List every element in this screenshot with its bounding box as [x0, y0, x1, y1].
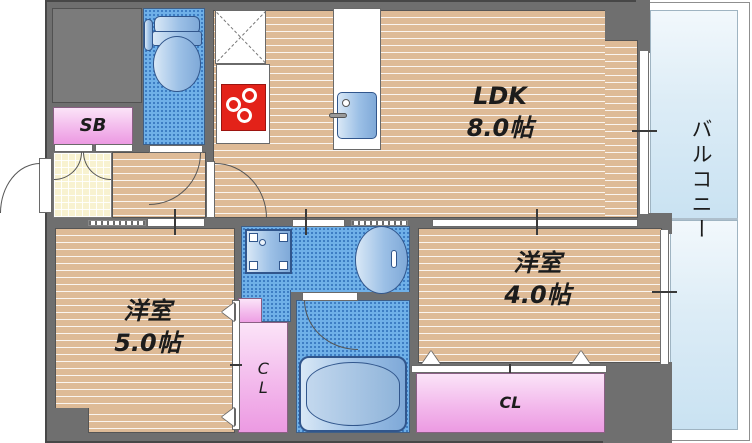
bedroom5-door-tick: [174, 209, 176, 235]
washbasin-handle: [391, 250, 397, 268]
closet-left-label: CL: [253, 358, 273, 397]
washroom-door-track: [351, 220, 408, 226]
entrance-door-arc: [0, 163, 40, 213]
balcony-floor-lower: [670, 220, 738, 430]
bedroom4-balcony-window: [660, 230, 669, 364]
bedroom4-door-tick: [536, 209, 538, 235]
hall-ldk-door: [206, 161, 215, 218]
washing-machine-pan: [245, 229, 292, 274]
closet-right-door-pivot-left: [422, 351, 440, 364]
stove-burner-3: [237, 108, 252, 123]
washroom-door-tick: [305, 209, 307, 235]
balcony-divider-line: [672, 218, 738, 220]
closet-right-door-tick: [509, 364, 511, 374]
stove-burner-2: [226, 97, 241, 112]
washbasin-oval: [355, 226, 408, 294]
bedroom4-name: 洋室: [513, 249, 562, 277]
ldk-area: 8.0帖: [466, 114, 534, 143]
stove-cooktop: [221, 84, 266, 131]
bedroom4-window-tick: [652, 291, 677, 293]
bedroom5-name: 洋室: [123, 297, 172, 325]
bedroom4-floor: [418, 228, 662, 363]
closet-right-door-pivot-right: [572, 351, 590, 364]
bedroom5-area: 5.0帖: [114, 329, 181, 358]
wall-bottom-right-block: [603, 362, 672, 443]
ldk-label: LDK 8.0帖: [420, 80, 580, 145]
washroom-sliding-door: [292, 219, 345, 227]
pipe-space-box: [52, 8, 142, 103]
shoe-box: SB: [53, 107, 133, 145]
bathtub-inner: [306, 362, 400, 426]
shoe-box-door-right: [95, 144, 133, 152]
entrance-door-leaf: [39, 158, 52, 213]
pan-corner-4: [279, 261, 288, 270]
closet-left-door-tick: [230, 364, 242, 366]
pan-corner-1: [249, 233, 258, 242]
shoe-box-door-left: [54, 144, 93, 152]
ldk-window-tick: [632, 130, 657, 132]
bedroom5-floor: [55, 228, 235, 408]
closet-left-lower: CL: [238, 322, 288, 433]
faucet-icon: [342, 99, 350, 107]
bedroom5-floor-step: [88, 408, 235, 433]
shoe-box-label: SB: [79, 114, 107, 136]
pan-corner-2: [279, 233, 288, 242]
stove-burner-1: [242, 88, 257, 103]
toilet-door: [149, 145, 203, 153]
closet-left-door-pivot-bottom: [222, 408, 234, 426]
toilet-bowl: [153, 36, 201, 92]
refrigerator-space: [215, 10, 266, 64]
refrigerator-x-line-2: [217, 11, 265, 62]
closet-right-label: CL: [499, 393, 522, 413]
bedroom4-sliding-door: [432, 219, 638, 227]
pan-drain: [259, 239, 266, 246]
closet-left-door-pivot-top: [222, 303, 234, 321]
faucet-handle: [329, 113, 347, 118]
bedroom5-label: 洋室 5.0帖: [70, 295, 225, 360]
balcony-label: バルコニー: [689, 118, 713, 243]
bedroom5-sliding-door: [147, 218, 205, 227]
closet-left: [238, 298, 262, 324]
pan-corner-3: [249, 261, 258, 270]
ldk-floor-right: [605, 40, 638, 218]
ldk-floor: [213, 10, 605, 218]
bedroom4-area: 4.0帖: [504, 281, 571, 310]
bedroom4-label: 洋室 4.0帖: [455, 247, 620, 312]
ldk-name: LDK: [473, 82, 527, 110]
closet-right: CL: [416, 373, 605, 433]
ldk-balcony-window: [639, 51, 649, 214]
bedroom5-door-track: [88, 220, 146, 226]
wall-top-right: [636, 0, 650, 53]
